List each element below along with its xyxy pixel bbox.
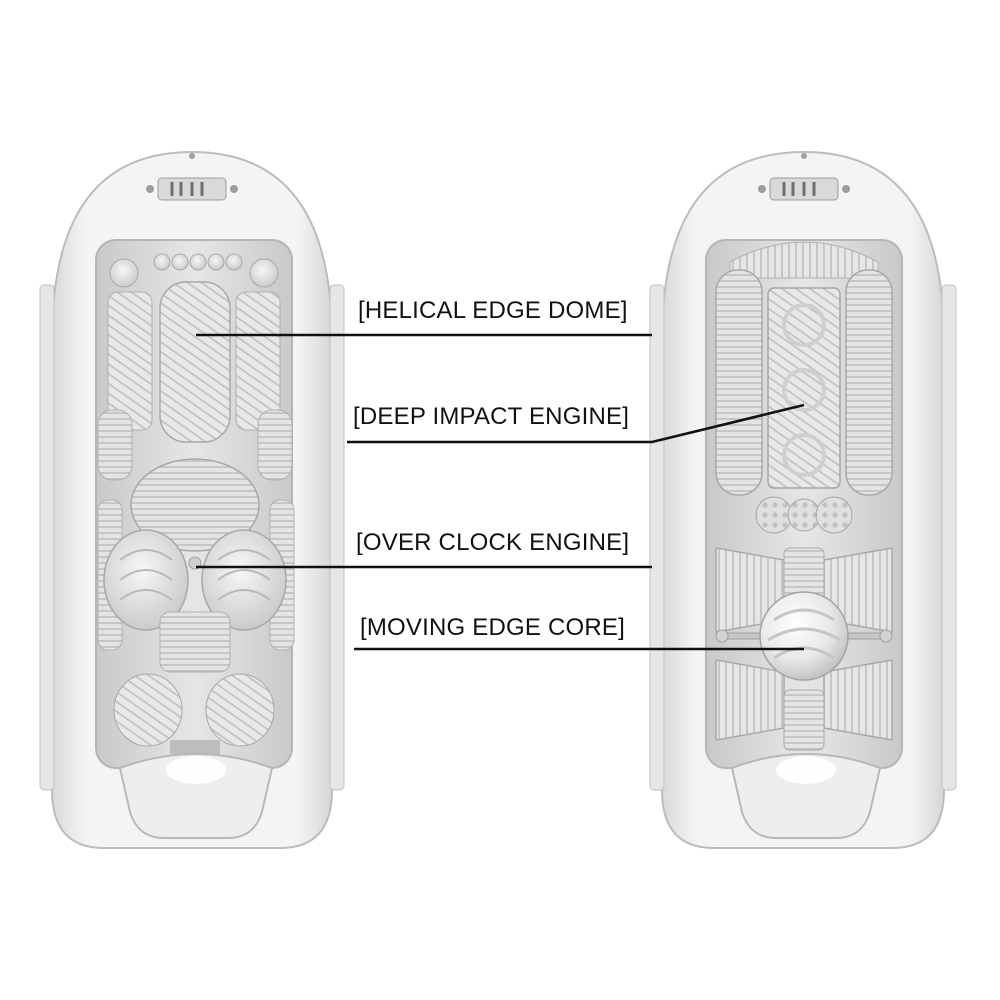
deep-impact-engine-part xyxy=(767,287,841,489)
helical-edge-dome-part xyxy=(159,281,231,443)
left-device xyxy=(39,150,345,849)
moving-edge-core-part xyxy=(759,591,849,681)
label-over-clock-engine: [OVER CLOCK ENGINE] xyxy=(356,529,630,556)
label-deep-impact-engine: [DEEP IMPACT ENGINE] xyxy=(353,403,630,430)
over-clock-engine-part xyxy=(103,458,287,673)
label-helical-edge-dome: [HELICAL EDGE DOME] xyxy=(358,297,628,324)
label-moving-edge-core: [MOVING EDGE CORE] xyxy=(360,614,625,641)
left-base-cup xyxy=(118,753,274,839)
leader-deep-impact-engine xyxy=(347,403,805,444)
right-device xyxy=(649,150,957,849)
right-base-cup xyxy=(730,753,882,839)
